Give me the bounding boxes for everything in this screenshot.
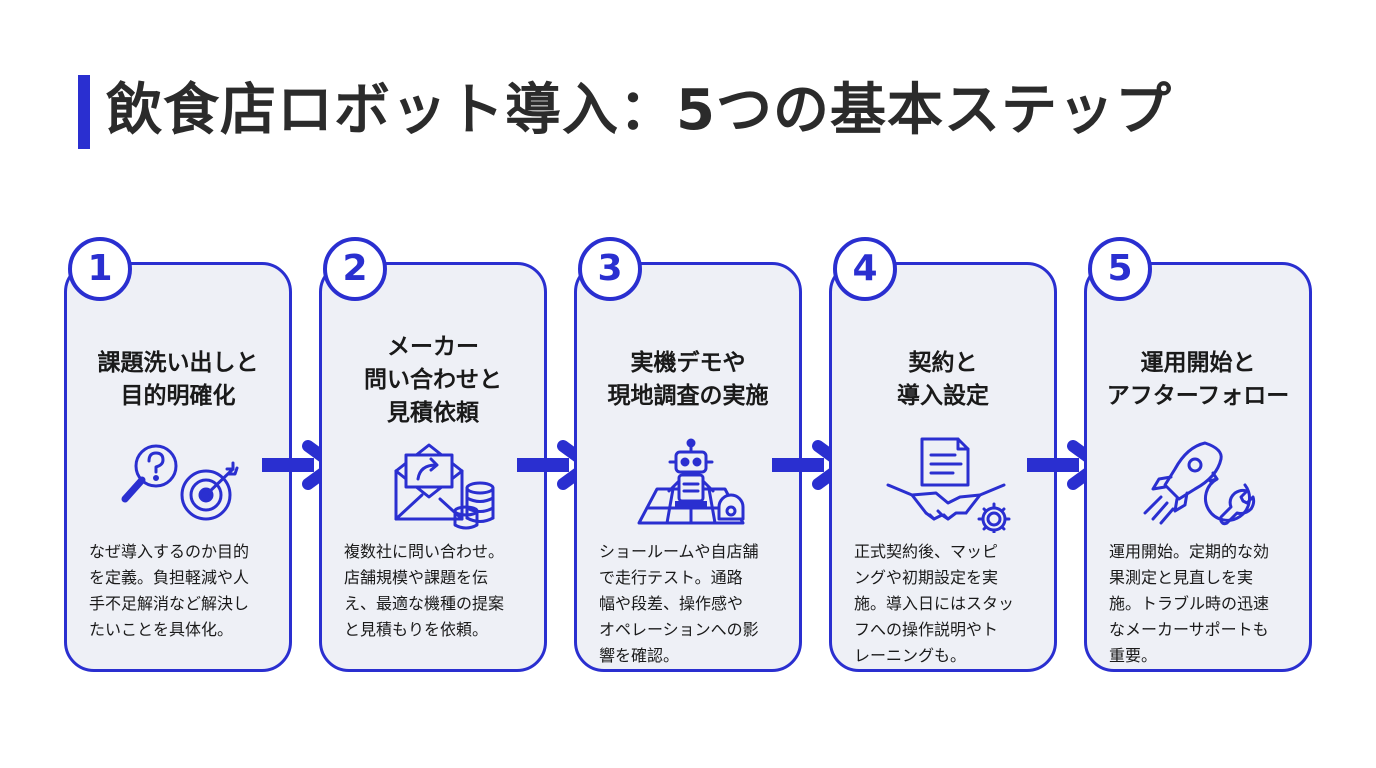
step-title-line: 目的明確化 — [120, 383, 236, 409]
step-number-badge-4: 4 — [833, 237, 897, 301]
step-desc-line: 重要。 — [1109, 646, 1158, 665]
step-desc-line: と見積もりを依頼。 — [344, 620, 489, 639]
robot-floor-plan-icon — [637, 438, 745, 525]
step-desc-line: を定義。負担軽減や人 — [89, 568, 250, 587]
step-title: 実機デモや 現地調査の実施 — [577, 347, 799, 413]
step-desc-line: 運用開始。定期的な効 — [1109, 542, 1270, 561]
envelope-coins-icon — [394, 443, 495, 530]
step-title-line: 現地調査の実施 — [607, 383, 769, 409]
step-desc-line: フへの操作説明やト — [854, 620, 999, 639]
step-desc-line: 施。トラブル時の迅速 — [1109, 594, 1270, 613]
step-card-2: メーカー 問い合わせと 見積依頼 複数社に問い合わせ。 店舗規模や課題を伝 え、… — [319, 262, 547, 672]
step-card-3: 実機デモや 現地調査の実施 ショールームや自店舗 で走行テスト。通路 幅や段差、… — [574, 262, 802, 672]
step-title-line: 見積依頼 — [387, 400, 479, 426]
step-desc-line: で走行テスト。通路 — [599, 568, 743, 587]
step-desc-line: 幅や段差、操作感や — [599, 594, 744, 613]
step-desc-line: え、最適な機種の提案 — [344, 594, 505, 613]
step-card-4: 契約と 導入設定 正式契約後、マッピ ングや初期設定を実 施。導入日にはスタッ … — [829, 262, 1057, 672]
step-title-line: 課題洗い出しと — [97, 350, 259, 376]
step-title: 課題洗い出しと 目的明確化 — [67, 347, 289, 413]
step-description: 正式契約後、マッピ ングや初期設定を実 施。導入日にはスタッ フへの操作説明やト… — [854, 539, 1044, 669]
step-desc-line: ングや初期設定を実 — [854, 568, 999, 587]
rocket-wrench-cycle-icon — [1143, 441, 1256, 526]
step-title: メーカー 問い合わせと 見積依頼 — [322, 331, 544, 430]
step-card-1: 課題洗い出しと 目的明確化 なぜ導入するのか目的 を定義。負担軽減や人 手不足解… — [64, 262, 292, 672]
step-title-line: 契約と — [908, 350, 978, 376]
step-desc-line: 複数社に問い合わせ。 — [344, 542, 505, 561]
step-desc-line: オペレーションへの影 — [599, 620, 759, 639]
step-desc-line: たいことを具体化。 — [89, 620, 234, 639]
step-card-5: 運用開始と アフターフォロー 運用開始。定期的な効 果測定と見直しを実 施。トラ… — [1084, 262, 1312, 672]
step-desc-line: 店舗規模や課題を伝 — [344, 568, 489, 587]
step-title-line: 導入設定 — [897, 383, 989, 409]
step-description: なぜ導入するのか目的 を定義。負担軽減や人 手不足解消など解決し たいことを具体… — [89, 539, 279, 643]
step-desc-line: なぜ導入するのか目的 — [89, 542, 250, 561]
step-description: 運用開始。定期的な効 果測定と見直しを実 施。トラブル時の迅速 なメーカーサポー… — [1109, 539, 1299, 669]
step-title: 契約と 導入設定 — [832, 347, 1054, 413]
step-desc-line: ショールームや自店舗 — [599, 542, 759, 561]
step-number-badge-2: 2 — [323, 237, 387, 301]
step-number-badge-1: 1 — [68, 237, 132, 301]
step-number-badge-3: 3 — [578, 237, 642, 301]
step-desc-line: なメーカーサポートも — [1109, 620, 1269, 639]
step-number-badge-5: 5 — [1088, 237, 1152, 301]
contract-handshake-gear-icon — [886, 437, 1011, 533]
step-title-line: 実機デモや — [630, 350, 746, 376]
step-desc-line: 正式契約後、マッピ — [854, 542, 999, 561]
step-description: 複数社に問い合わせ。 店舗規模や課題を伝 え、最適な機種の提案 と見積もりを依頼… — [344, 539, 534, 643]
magnifier-question-target-icon — [121, 444, 239, 521]
step-title-line: 問い合わせと — [364, 367, 502, 393]
step-title-line: アフターフォロー — [1106, 383, 1290, 409]
step-desc-line: レーニングも。 — [854, 646, 967, 665]
step-desc-line: 施。導入日にはスタッ — [854, 594, 1015, 613]
page-title: 飲食店ロボット導入：5つの基本ステップ — [106, 78, 1172, 143]
step-title-line: 運用開始と — [1140, 350, 1256, 376]
step-description: ショールームや自店舗 で走行テスト。通路 幅や段差、操作感や オペレーションへの… — [599, 539, 789, 669]
step-title: 運用開始と アフターフォロー — [1087, 347, 1309, 413]
step-desc-line: 手不足解消など解決し — [89, 594, 250, 613]
step-title-line: メーカー — [387, 334, 479, 360]
step-desc-line: 響を確認。 — [599, 646, 680, 665]
title-accent-bar — [78, 75, 90, 149]
step-desc-line: 果測定と見直しを実 — [1109, 568, 1254, 587]
